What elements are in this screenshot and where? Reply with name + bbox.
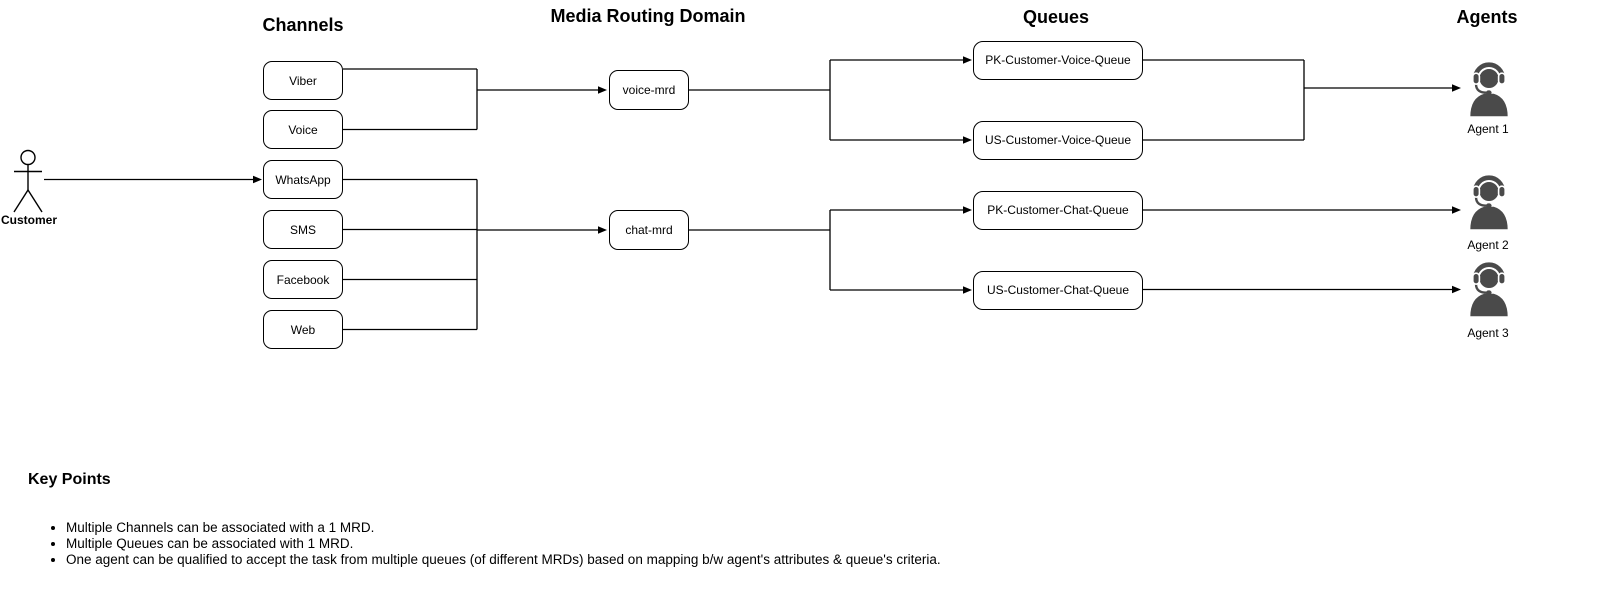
channel-node-whatsapp: WhatsApp: [263, 160, 343, 199]
connector-chat-mrd-queues: [689, 206, 972, 294]
agent2-label: Agent 2: [1467, 237, 1509, 252]
key-point-item: One agent can be qualified to accept the…: [66, 552, 1566, 568]
customer-label: Customer: [0, 213, 58, 227]
agent1-label: Agent 1: [1467, 121, 1509, 136]
connector-channels-voice-mrd: [343, 68, 607, 131]
connector-channels-chat-mrd: [343, 178, 607, 331]
connector-us-chat-queue-agent3: [1143, 285, 1461, 294]
key-points-title: Key Points: [28, 471, 111, 488]
key-point-item: Multiple Queues can be associated with 1…: [66, 536, 1566, 552]
key-point-item: Multiple Channels can be associated with…: [66, 520, 1566, 536]
key-points-list: Multiple Channels can be associated with…: [46, 520, 1566, 569]
mrd-node-voice: voice-mrd: [609, 70, 689, 110]
agents-column-header: Agents: [1456, 7, 1518, 27]
queues-column-header: Queues: [1022, 7, 1090, 27]
channel-node-voice: Voice: [263, 110, 343, 149]
connector-pk-chat-queue-agent2: [1143, 206, 1461, 214]
customer-icon: [13, 149, 43, 213]
connector-voice-mrd-queues: [689, 56, 972, 144]
queue-node-us-voice: US-Customer-Voice-Queue: [973, 120, 1143, 160]
queue-node-pk-voice: PK-Customer-Voice-Queue: [973, 40, 1143, 80]
mrd-node-chat: chat-mrd: [609, 210, 689, 250]
connector-voice-queues-agent1: [1143, 59, 1461, 141]
mrd-column-header: Media Routing Domain: [550, 6, 746, 26]
agent2-headset-icon: [1470, 178, 1509, 230]
agent3-label: Agent 3: [1467, 325, 1509, 340]
channel-node-facebook: Facebook: [263, 260, 343, 299]
queue-node-pk-chat: PK-Customer-Chat-Queue: [973, 190, 1143, 230]
agent3-headset-icon: [1470, 265, 1509, 317]
queue-node-us-chat: US-Customer-Chat-Queue: [973, 270, 1143, 310]
agent1-headset-icon: [1470, 65, 1509, 117]
channel-node-web: Web: [263, 310, 343, 349]
channels-column-header: Channels: [262, 15, 344, 35]
channel-node-viber: Viber: [263, 61, 343, 100]
connector-customer-whatsapp: [44, 175, 262, 184]
channel-node-sms: SMS: [263, 210, 343, 249]
